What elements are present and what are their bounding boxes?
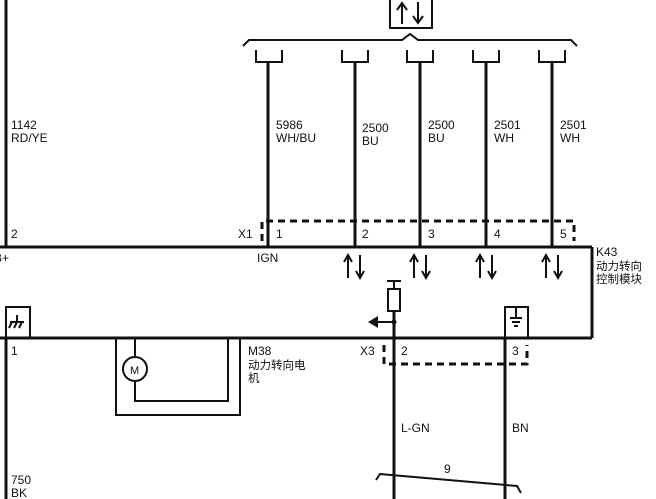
bus-wires — [255, 50, 566, 247]
module-bus-arrows — [343, 252, 563, 281]
motor-name-line1: 动力转向电 — [248, 358, 306, 372]
motor-icon — [122, 356, 148, 382]
module-k43-box — [0, 245, 594, 340]
x1-connector-outline — [260, 219, 576, 241]
wire5-color: WH — [560, 131, 580, 145]
lower-wire2-color: BN — [512, 421, 529, 435]
x1-connector-label: X1 — [238, 227, 253, 241]
wire2-color: BU — [362, 134, 379, 148]
wire5-circuit: 2501 — [560, 118, 587, 132]
ground-icon — [504, 306, 529, 338]
wire3-color: BU — [428, 131, 445, 145]
bidirectional-arrow-icon — [475, 252, 497, 281]
lower-wire1-color: L-GN — [401, 421, 430, 435]
pin5-label: 5 — [560, 227, 567, 241]
motor-pin-label: 1 — [11, 344, 18, 358]
bidirectional-arrow-icon — [409, 252, 431, 281]
splice-label: 9 — [444, 462, 451, 476]
resistor-icon — [368, 280, 401, 365]
motor-id: M38 — [248, 344, 272, 358]
x3-connector-label: X3 — [360, 344, 375, 358]
ground-wire-circuit: 750 — [11, 473, 31, 487]
module-name-line1: 动力转向 — [596, 259, 642, 273]
battery-label: B+ — [0, 251, 9, 265]
top-bus-arrow-icon — [389, 0, 433, 29]
wire2-circuit: 2500 — [362, 121, 389, 135]
bidirectional-arrow-icon — [343, 252, 365, 281]
module-id: K43 — [596, 245, 618, 259]
module-name-line2: 控制模块 — [596, 272, 642, 286]
motor-symbol: M — [130, 365, 139, 377]
ground-wire-color: BK — [11, 486, 27, 499]
left-wire-color: RD/YE — [11, 131, 48, 145]
x3-connector-outline — [382, 345, 529, 366]
motor-m38 — [115, 338, 241, 416]
pin4-label: 4 — [494, 227, 501, 241]
left-wire-circuit: 1142 — [11, 118, 37, 132]
wire4-color: WH — [494, 131, 514, 145]
wire1-color: WH/BU — [276, 131, 316, 145]
ign-label: IGN — [257, 251, 278, 265]
pin1-label: 1 — [276, 227, 283, 241]
bidirectional-arrow-icon — [541, 252, 563, 281]
wire3-circuit: 2500 — [428, 118, 455, 132]
x3-pin3-label: 3 — [512, 344, 519, 358]
wire1-circuit: 5986 — [276, 118, 303, 132]
motor-name-line2: 机 — [248, 371, 260, 385]
wire4-circuit: 2501 — [494, 118, 521, 132]
pin3-label: 3 — [428, 227, 435, 241]
chassis-ground-icon — [5, 306, 31, 338]
twisted-pair-bracket — [375, 472, 522, 494]
x3-pin2-label: 2 — [401, 344, 408, 358]
pin2-label: 2 — [362, 227, 369, 241]
left-pin-label: 2 — [11, 227, 18, 241]
bus-bracket — [242, 32, 578, 47]
